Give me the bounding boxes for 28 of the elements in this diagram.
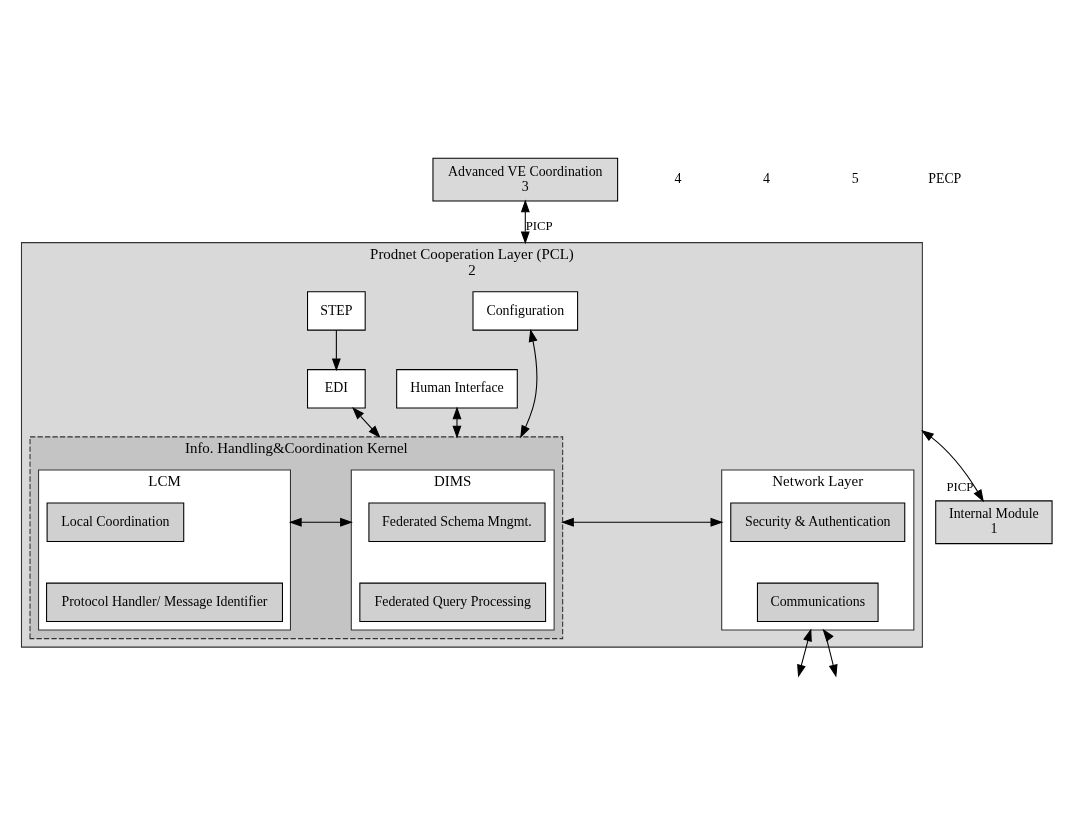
- node-box: Internal Module 1: [935, 500, 1053, 545]
- arrow: [352, 406, 381, 439]
- arrow: [822, 628, 838, 678]
- node-box: Federated Schema Mngmt.: [368, 502, 546, 542]
- label: 4: [674, 171, 682, 187]
- node-box: Security & Authentication: [730, 502, 906, 542]
- arrow: [520, 328, 538, 439]
- node-box: STEP: [307, 291, 366, 331]
- label: 5: [851, 171, 859, 187]
- node-box: EDI: [307, 369, 366, 409]
- arrow: [921, 430, 984, 503]
- edge-label: PICP: [946, 480, 974, 495]
- label: PECP: [928, 171, 962, 187]
- edge-label: PICP: [525, 219, 553, 234]
- node-box: Federated Query Processing: [359, 582, 547, 623]
- node-box: Local Coordination: [46, 502, 185, 542]
- node-box: Advanced VE Coordination 3: [432, 157, 619, 202]
- arrow: [797, 628, 812, 678]
- node-box: Configuration: [472, 291, 579, 331]
- arrow: [331, 329, 341, 372]
- node-box: Protocol Handler/ Message Identifier: [46, 582, 283, 623]
- label: 4: [763, 171, 770, 187]
- arrow: [288, 517, 353, 527]
- node-box: Communications: [756, 582, 879, 623]
- arrow: [561, 517, 724, 527]
- node-box: Human Interface: [396, 369, 518, 409]
- arrow: [520, 199, 530, 245]
- arrow: [452, 406, 462, 439]
